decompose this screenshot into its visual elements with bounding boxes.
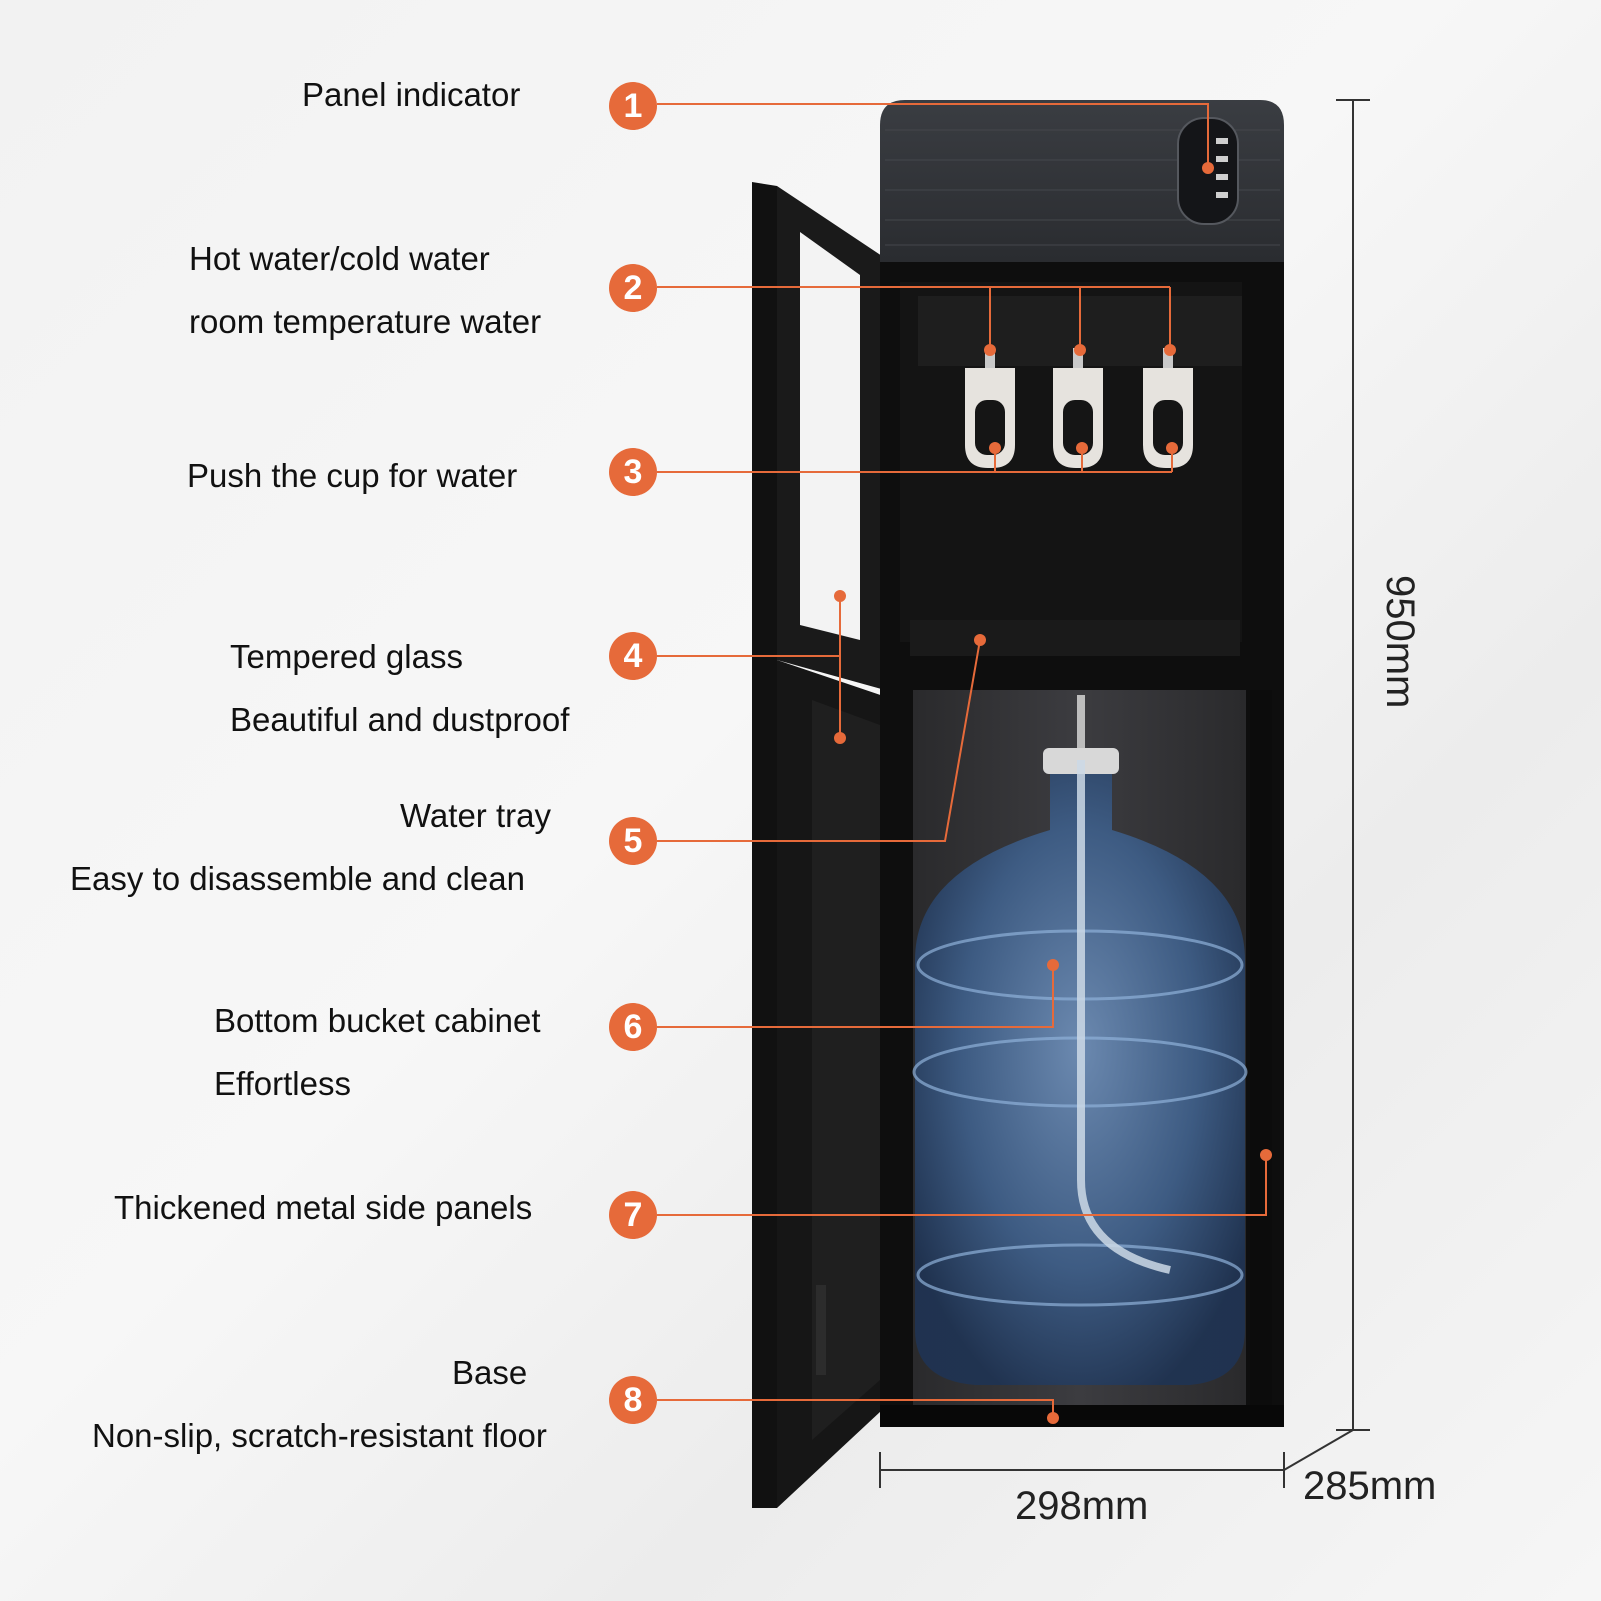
callout-5-text-line1: Water tray: [400, 797, 551, 834]
glass-door: [752, 182, 895, 1508]
callout-5-text-line2: Easy to disassemble and clean: [70, 860, 525, 897]
callout-6-text-line1: Bottom bucket cabinet: [214, 1002, 541, 1039]
anchor-dot: [1260, 1149, 1272, 1161]
callout-1-badge: 1: [609, 82, 657, 130]
callout-5-badge: 5: [609, 817, 657, 865]
callout-7-text: Thickened metal side panels: [114, 1189, 533, 1226]
anchor-dot: [1166, 442, 1178, 454]
water-bottle: [912, 695, 1248, 1385]
anchor-dot: [834, 590, 846, 602]
depth-dimension-label: 285mm: [1303, 1464, 1437, 1508]
anchor-dot: [1164, 344, 1176, 356]
height-dimension-label: 950mm: [1378, 575, 1422, 709]
anchor-dot: [989, 442, 1001, 454]
callout-1-text: Panel indicator: [302, 76, 521, 113]
callout-2-text-line1: Hot water/cold water: [189, 240, 490, 277]
anchor-dot: [1047, 1412, 1059, 1424]
callout-3-text: Push the cup for water: [187, 457, 518, 494]
leader-line-5: [657, 639, 981, 842]
leader-line-2: [657, 286, 1171, 350]
dimension-lines: [879, 99, 1370, 1488]
anchor-dot: [1074, 344, 1086, 356]
callout-4-text-line2: Beautiful and dustproof: [230, 701, 570, 738]
callout-2-text-line2: room temperature water: [189, 303, 542, 340]
top-panel: [880, 100, 1284, 262]
callout-6-text-line2: Effortless: [214, 1065, 351, 1102]
anchor-dot: [1202, 162, 1214, 174]
width-dimension-label: 298mm: [1015, 1484, 1149, 1528]
callout-6-badge: 6: [609, 1003, 657, 1051]
anchor-dot: [1076, 442, 1088, 454]
leader-line-3: [657, 448, 1173, 473]
anchor-dot: [1047, 959, 1059, 971]
leader-line-1: [657, 103, 1209, 168]
callout-8-text-line2: Non-slip, scratch-resistant floor: [92, 1417, 547, 1454]
callout-leader-lines: [657, 103, 1267, 1418]
callout-4-badge: 4: [609, 632, 657, 680]
leader-line-7: [657, 1155, 1267, 1216]
leader-line-6: [657, 965, 1054, 1028]
anchor-dot: [834, 732, 846, 744]
leader-line-4: [657, 596, 841, 738]
anchor-dot: [984, 344, 996, 356]
water-taps: [965, 348, 1193, 468]
callout-3-badge: 3: [609, 448, 657, 496]
callout-4-text-line1: Tempered glass: [230, 638, 463, 675]
callout-8-badge: 8: [609, 1376, 657, 1424]
callout-7-badge: 7: [609, 1191, 657, 1239]
callout-2-badge: 2: [609, 264, 657, 312]
anchor-dot: [974, 634, 986, 646]
callout-anchor-dots: [834, 162, 1272, 1424]
callout-8-text-line1: Base: [452, 1354, 528, 1391]
